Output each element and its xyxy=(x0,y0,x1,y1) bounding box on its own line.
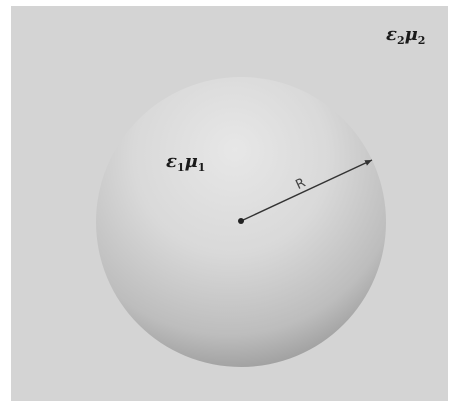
inner-epsilon-symbol: ε xyxy=(166,151,177,172)
outer-mu-symbol: μ xyxy=(405,24,418,45)
outer-medium-label: ε2μ2 xyxy=(386,24,425,47)
outer-mu-subscript: 2 xyxy=(418,34,426,47)
inner-mu-symbol: μ xyxy=(185,151,198,172)
inner-epsilon-subscript: 1 xyxy=(177,161,185,174)
outer-epsilon-subscript: 2 xyxy=(397,34,405,47)
inner-medium-label: ε1μ1 xyxy=(166,151,205,174)
inner-mu-subscript: 1 xyxy=(198,161,206,174)
radius-arrow xyxy=(240,159,373,222)
outer-epsilon-symbol: ε xyxy=(386,24,397,45)
center-dot xyxy=(238,218,244,224)
